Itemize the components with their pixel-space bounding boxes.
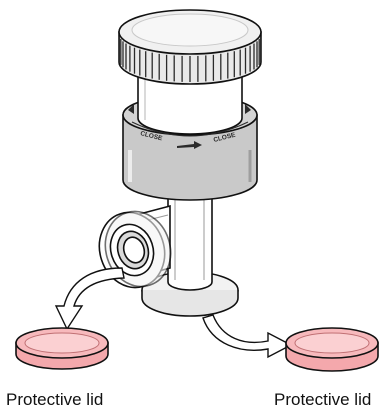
marker-triangle-icon [128,104,134,114]
caption-protective-lid-right: Protective lid [274,390,372,409]
curved-arrow-icon [202,314,293,359]
direction-arrow-icon [177,141,202,149]
upper-neck [137,67,243,135]
curved-arrow-icon [54,267,125,331]
caption-protective-lid-left: Protective lid [6,390,104,409]
curved-arrow-right [202,314,293,359]
protective-lid-right [285,327,379,372]
protective-lid-left [15,327,109,370]
marker-triangle-icon [245,104,251,114]
knob-knurling [118,36,262,82]
knob [118,9,262,85]
curved-arrow-left [54,267,125,331]
